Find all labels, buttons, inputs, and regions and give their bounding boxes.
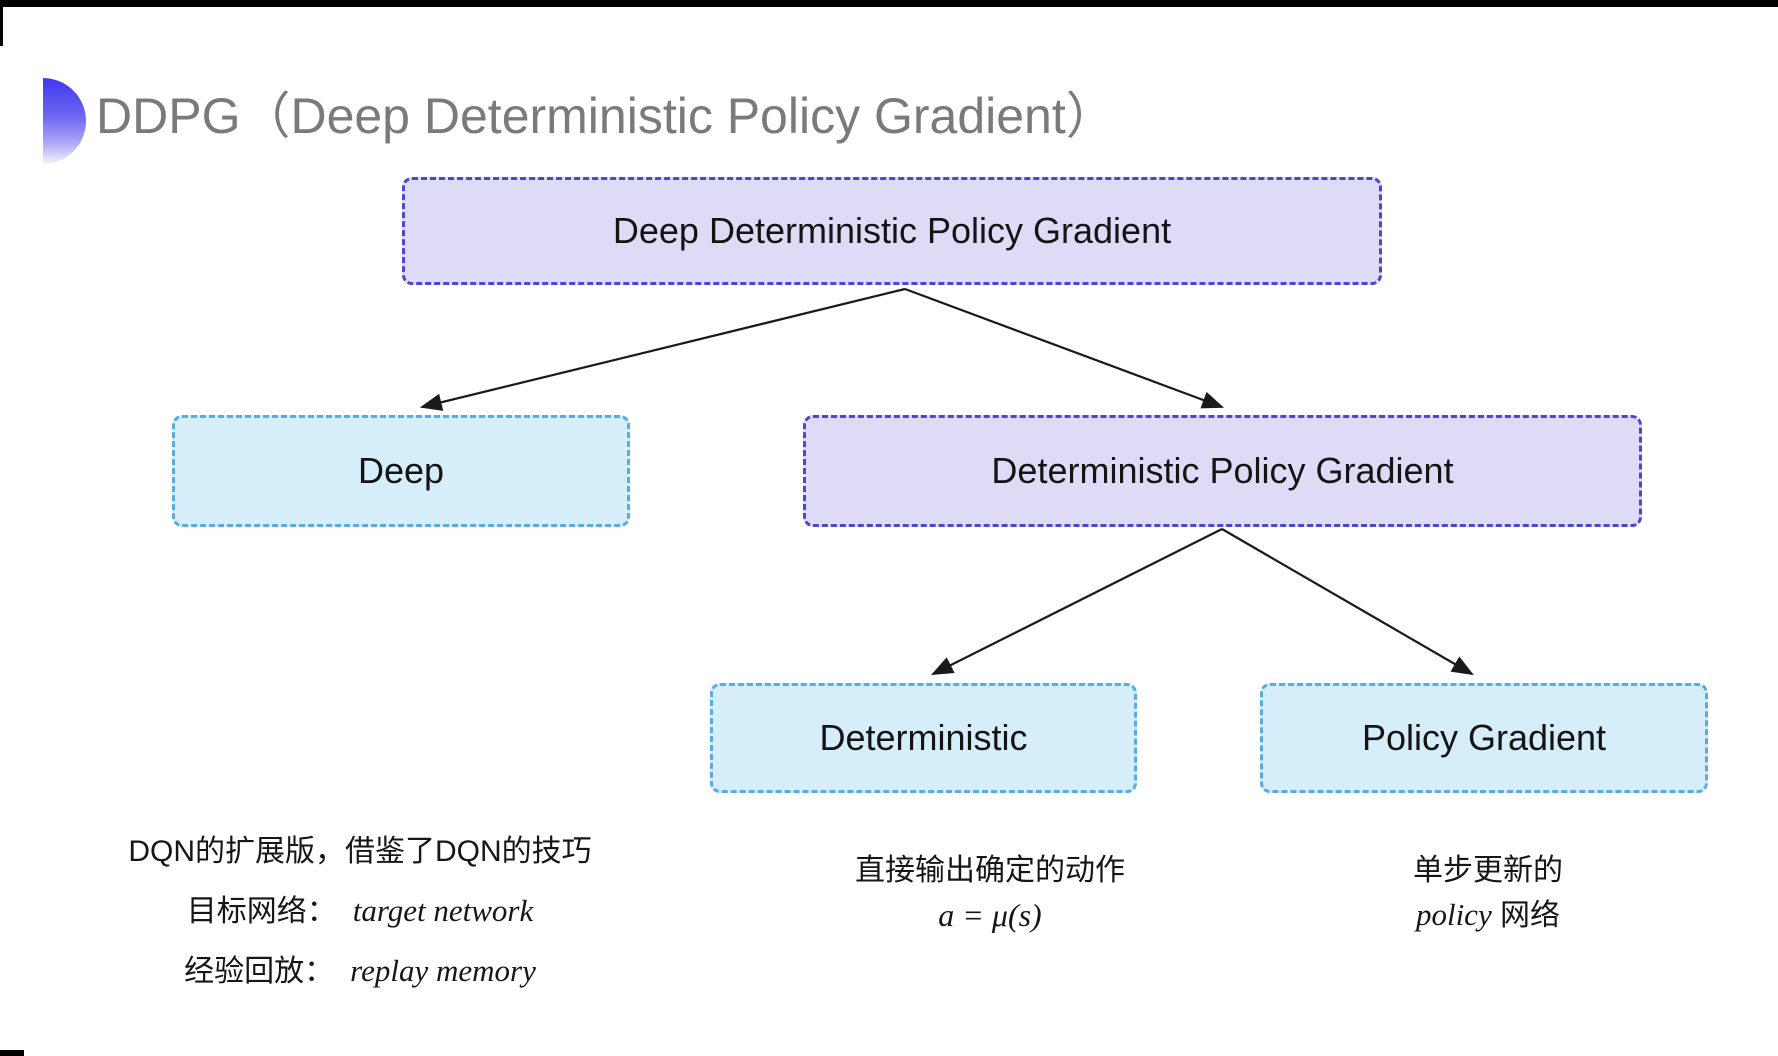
node-label: Deterministic Policy Gradient — [991, 450, 1454, 491]
arrow-dpg-to-deterministic — [931, 528, 1223, 675]
note-label-target-network: 目标网络： — [186, 895, 337, 928]
arrow-root-to-deep — [419, 287, 906, 411]
note-deterministic-line1: 直接输出确定的动作 — [855, 854, 1125, 887]
node-deterministic: Deterministic — [710, 683, 1137, 793]
arrow-root-to-dpg — [904, 287, 1225, 409]
page-title: DDPG（Deep Deterministic Policy Gradient） — [96, 88, 1116, 144]
screenshot-top-border — [0, 0, 1778, 7]
node-policy-gradient: Policy Gradient — [1260, 683, 1708, 793]
arrow-dpg-to-policy-gradient — [1221, 528, 1474, 676]
node-label: Deep Deterministic Policy Gradient — [612, 210, 1172, 251]
note-deep-line1: DQN的扩展版，借鉴了DQN的技巧 — [128, 835, 592, 868]
note-label-replay-memory: 经验回放： — [184, 955, 335, 988]
node-label: Policy Gradient — [1361, 717, 1607, 758]
screenshot-left-border — [0, 0, 3, 46]
node-label: Deterministic — [819, 717, 1028, 758]
term-replay-memory: replay memory — [350, 953, 536, 988]
note-policy-gradient: 单步更新的 policy 网络 — [1278, 849, 1698, 938]
note-label-network: 网络 — [1491, 899, 1561, 932]
note-deep-line2: 目标网络： target network — [115, 881, 605, 941]
note-deterministic: 直接输出确定的动作 a = μ(s) — [780, 849, 1200, 937]
node-deep-deterministic-policy-gradient: Deep Deterministic Policy Gradient — [402, 177, 1382, 285]
note-policy-gradient-line2: policy 网络 — [1278, 893, 1698, 938]
node-label: Deep — [357, 450, 445, 491]
term-target-network: target network — [352, 893, 534, 928]
node-deep: Deep — [172, 415, 630, 527]
note-deep: DQN的扩展版，借鉴了DQN的技巧 目标网络： target network 经验… — [115, 822, 605, 1001]
note-policy-gradient-line1: 单步更新的 — [1413, 854, 1563, 887]
node-deterministic-policy-gradient: Deterministic Policy Gradient — [803, 415, 1642, 527]
bullet-semicircle-icon — [43, 78, 86, 164]
note-deep-line3: 经验回放： replay memory — [115, 941, 605, 1001]
screenshot-corner-mark — [0, 1050, 24, 1056]
term-policy: policy — [1415, 897, 1492, 932]
formula-a-equals-mu-s: a = μ(s) — [938, 897, 1042, 933]
